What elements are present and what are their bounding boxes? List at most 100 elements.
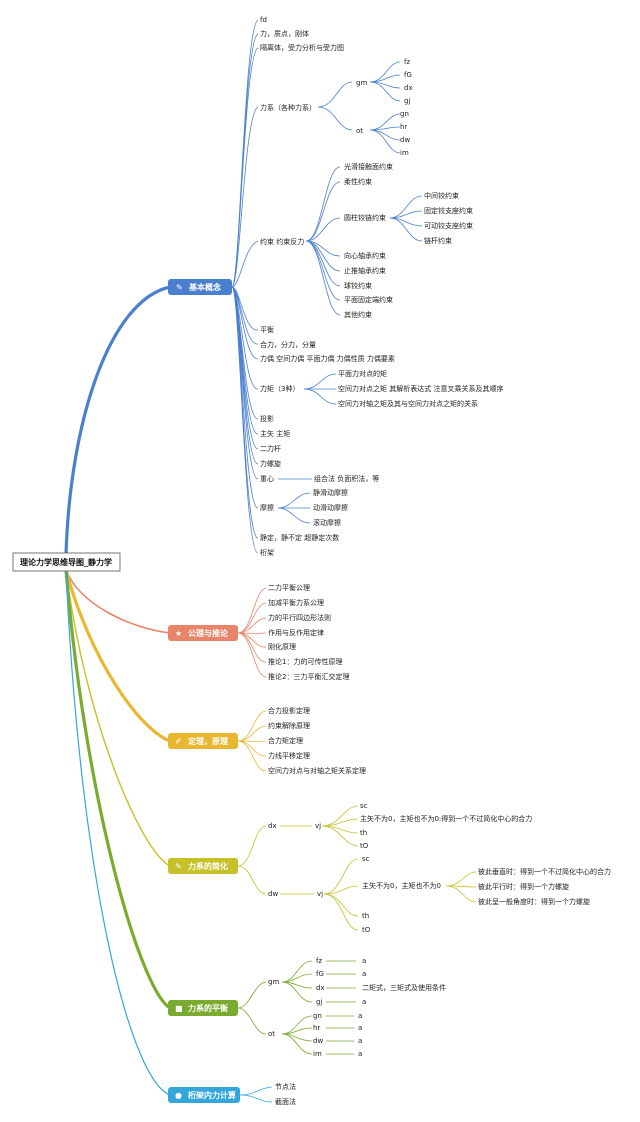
node-other-constraints[interactable]: 其他约束: [344, 310, 372, 319]
branch-node-basic-concepts[interactable]: ✎ 基本概念: [168, 279, 232, 295]
node-cylindrical-hinge[interactable]: 圆柱铰链约束: [344, 213, 386, 222]
node-statically-determinate[interactable]: 静定，静不定 超静定次数: [260, 533, 339, 542]
node-sc[interactable]: sc: [360, 802, 368, 810]
node-dx[interactable]: dx: [316, 984, 325, 992]
node-a[interactable]: a: [358, 1012, 362, 1020]
node-th[interactable]: th: [360, 829, 367, 837]
node-static-friction[interactable]: 静滑动摩擦: [313, 488, 348, 497]
node-force-systems[interactable]: 力系（各种力系）: [260, 103, 316, 112]
branch-node-theorems[interactable]: ✐ 定理，原理: [168, 733, 238, 749]
node-tO[interactable]: tO: [360, 842, 369, 850]
node-ot[interactable]: ot: [356, 127, 363, 135]
node-gn[interactable]: gn: [400, 110, 409, 118]
node-fixed-end[interactable]: 平面固定端约束: [344, 295, 393, 304]
node-im[interactable]: im: [400, 149, 409, 157]
branch-node-equilibrium[interactable]: ■ 力系的平衡: [168, 1000, 238, 1016]
node-thrust-bearing[interactable]: 止推轴承约束: [344, 266, 386, 275]
node-two-moment-form[interactable]: 二矩式，三矩式及使用条件: [362, 983, 446, 992]
node-fz[interactable]: fz: [404, 58, 410, 66]
node-wrench[interactable]: 力螺旋: [260, 459, 281, 468]
node-fixed-hinge[interactable]: 固定铰支座约束: [424, 206, 473, 215]
node-theorem[interactable]: 空间力对点与对轴之矩关系定理: [268, 766, 366, 775]
node-resultant-case[interactable]: 主矢不为0，主矩也不为0:得到一个不过简化中心的合力: [360, 814, 532, 823]
node-a[interactable]: a: [358, 1050, 362, 1058]
node-free-body[interactable]: 隔离体，受力分析与受力图: [260, 43, 344, 52]
node-vj[interactable]: vj: [317, 890, 323, 898]
node-axiom[interactable]: 推论1：力的可传性原理: [268, 657, 342, 666]
node-general-angle[interactable]: 彼此呈一般角度时：得到一个力螺旋: [478, 897, 590, 906]
node-vj[interactable]: vj: [315, 822, 321, 830]
node-kinetic-friction[interactable]: 动滑动摩擦: [313, 503, 348, 512]
node-two-force-member[interactable]: 二力杆: [260, 444, 281, 453]
node-dw[interactable]: dw: [400, 136, 410, 144]
node-equilibrium[interactable]: 平衡: [260, 325, 274, 334]
node-fz[interactable]: fz: [316, 957, 322, 965]
branch-node-truss[interactable]: ● 桁架内力计算: [168, 1087, 240, 1103]
node-hr[interactable]: hr: [400, 123, 407, 131]
node-ot[interactable]: ot: [268, 1030, 275, 1038]
node-th[interactable]: th: [362, 912, 369, 920]
node-a[interactable]: a: [362, 957, 366, 965]
node-theorem[interactable]: 合力投影定理: [268, 706, 310, 715]
node-gn[interactable]: gn: [313, 1012, 322, 1020]
node-perpendicular[interactable]: 彼此垂直时：得到一个不过简化中心的合力: [478, 867, 611, 876]
node-moment-plane[interactable]: 平面力对点的矩: [338, 369, 387, 378]
node-theorem[interactable]: 约束解除原理: [268, 721, 310, 730]
node-gj[interactable]: gj: [316, 998, 322, 1006]
node-theorem[interactable]: 力线平移定理: [268, 751, 310, 760]
node-moment-space-point[interactable]: 空间力对点之矩 其解析表达式 注意叉乘关系及其顺序: [338, 384, 503, 393]
node-a[interactable]: a: [358, 1024, 362, 1032]
node-gm[interactable]: gm: [268, 978, 279, 986]
node-axiom[interactable]: 力的平行四边形法则: [268, 613, 331, 622]
node-force-particle[interactable]: 力，质点，刚体: [260, 29, 309, 38]
node-fd[interactable]: fd: [260, 16, 267, 24]
node-fG[interactable]: fG: [316, 970, 324, 978]
node-composite-method[interactable]: 组合法 负面积法，等: [314, 474, 379, 483]
node-gj[interactable]: gj: [404, 97, 410, 105]
node-truss[interactable]: 桁架: [260, 548, 274, 557]
node-section-method[interactable]: 截面法: [275, 1097, 296, 1106]
node-dw[interactable]: dw: [268, 890, 278, 898]
node-middle-hinge[interactable]: 中间铰约束: [424, 191, 459, 200]
node-smooth-contact[interactable]: 光滑接触面约束: [344, 162, 393, 171]
node-moment-space-axis[interactable]: 空间力对轴之矩及其与空间力对点之矩的关系: [338, 399, 478, 408]
branch-node-simplification[interactable]: ✎ 力系的简化: [168, 858, 238, 874]
root-node[interactable]: 理论力学思维导图_静力学: [12, 552, 121, 572]
node-movable-hinge[interactable]: 可动铰支座约束: [424, 221, 473, 230]
node-theorem[interactable]: 合力矩定理: [268, 736, 303, 745]
node-im[interactable]: im: [313, 1050, 322, 1058]
node-axiom[interactable]: 作用与反作用定律: [268, 628, 324, 637]
node-radial-bearing[interactable]: 向心轴承约束: [344, 251, 386, 260]
node-rolling-friction[interactable]: 滚动摩擦: [313, 518, 341, 527]
node-a[interactable]: a: [362, 970, 366, 978]
node-friction[interactable]: 摩擦: [260, 503, 274, 512]
node-nonzero-case[interactable]: 主矢不为0，主矩也不为0: [362, 881, 441, 890]
node-center-of-gravity[interactable]: 重心: [260, 475, 274, 483]
node-joint-method[interactable]: 节点法: [275, 1082, 296, 1091]
node-axiom[interactable]: 二力平衡公理: [268, 583, 310, 592]
node-couple[interactable]: 力偶 空间力偶 平面力偶 力偶性质 力偶要素: [260, 354, 395, 363]
node-parallel[interactable]: 彼此平行时：得到一个力螺旋: [478, 882, 569, 891]
node-tO[interactable]: tO: [362, 926, 371, 934]
node-resultant[interactable]: 合力，分力，分量: [260, 340, 316, 349]
node-projection[interactable]: 投影: [260, 414, 274, 423]
node-flexible[interactable]: 柔性约束: [344, 177, 372, 186]
node-moment[interactable]: 力矩（3种）: [260, 384, 299, 393]
node-ball-hinge[interactable]: 球铰约束: [344, 281, 372, 290]
node-sc[interactable]: sc: [362, 855, 370, 863]
node-axiom[interactable]: 加减平衡力系公理: [268, 598, 324, 607]
node-fG[interactable]: fG: [404, 71, 412, 79]
node-axiom[interactable]: 推论2：三力平衡汇交定理: [268, 672, 349, 681]
node-hr[interactable]: hr: [313, 1024, 320, 1032]
node-constraints[interactable]: 约束 约束反力: [260, 237, 304, 246]
node-dx[interactable]: dx: [268, 822, 277, 830]
node-axiom[interactable]: 刚化原理: [268, 642, 296, 651]
node-link-rod[interactable]: 链杆约束: [424, 236, 452, 245]
node-dx[interactable]: dx: [404, 84, 413, 92]
node-a[interactable]: a: [358, 1037, 362, 1045]
node-dw[interactable]: dw: [313, 1037, 323, 1045]
node-principal-vector[interactable]: 主矢 主矩: [260, 429, 290, 438]
branch-node-axioms[interactable]: ★ 公理与推论: [168, 625, 238, 641]
node-gm[interactable]: gm: [356, 79, 367, 87]
node-a[interactable]: a: [362, 998, 366, 1006]
